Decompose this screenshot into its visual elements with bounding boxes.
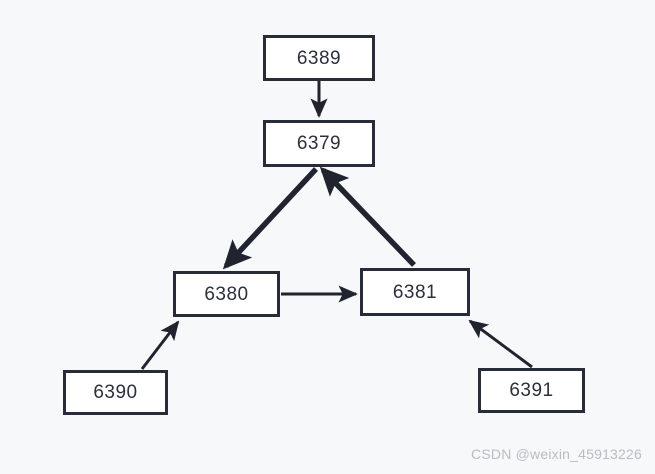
edge-6391-to-6381 [468,319,533,369]
node-6390-label: 6390 [93,382,138,403]
node-6379-label: 6379 [296,133,342,154]
node-6389[interactable]: 6389 [263,35,375,81]
node-6380[interactable]: 6380 [173,271,280,317]
node-6389-label: 6389 [296,47,342,69]
edge-6381-to-6379 [319,166,416,267]
node-6381[interactable]: 6381 [360,268,470,316]
node-6391[interactable]: 6391 [478,368,585,413]
node-6380-label: 6380 [204,283,249,305]
node-6379[interactable]: 6379 [263,120,375,167]
edge-6379-to-6380 [222,167,319,270]
node-6381-label: 6381 [392,281,438,303]
node-6391-label: 6391 [509,380,554,401]
node-6390[interactable]: 6390 [63,370,168,415]
watermark-text: CSDN @weixin_45913226 [471,446,642,462]
edge-6390-to-6380 [140,320,180,370]
